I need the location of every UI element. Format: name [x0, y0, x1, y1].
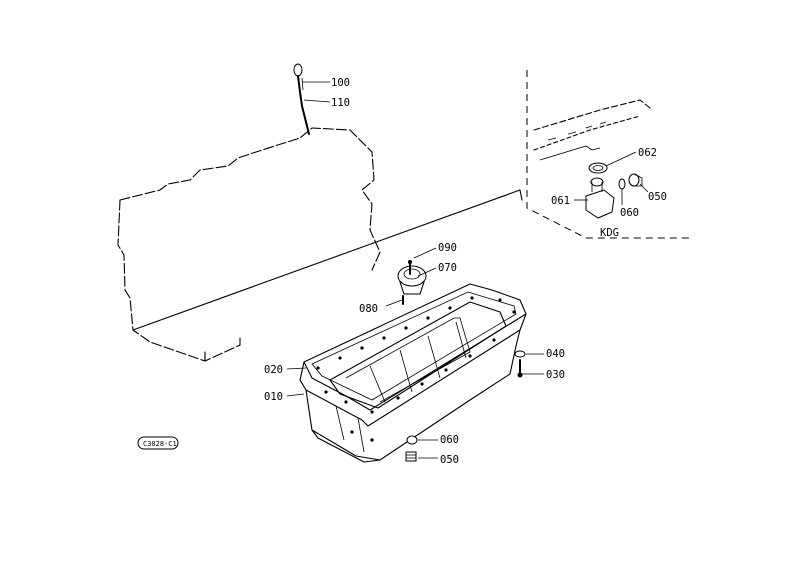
label-070: 070	[438, 262, 457, 274]
bolt-and-washer	[514, 350, 526, 378]
label-090: 090	[438, 242, 457, 254]
label-060-inset: 060	[620, 207, 639, 219]
label-050-inset: 050	[648, 191, 667, 203]
label-050-lower: 050	[440, 454, 459, 466]
reference-code: C3028-C1	[143, 440, 177, 448]
oil-strainer	[397, 260, 427, 305]
variant-label: KDG	[600, 227, 619, 239]
label-080: 080	[359, 303, 378, 315]
label-062: 062	[638, 147, 657, 159]
dipstick	[293, 63, 310, 135]
part-labels: 100 110 090 070 080 020 010 040 030 060 …	[264, 77, 667, 466]
label-020: 020	[264, 364, 283, 376]
engine-block-outline	[117, 127, 523, 362]
label-040: 040	[546, 348, 565, 360]
label-110: 110	[331, 97, 350, 109]
label-010: 010	[264, 391, 283, 403]
drain-plug	[405, 435, 418, 462]
oil-pan	[299, 283, 527, 463]
leader-lines	[286, 81, 649, 459]
kdg-detail-inset	[526, 70, 692, 239]
reference-code-badge: C3028-C1	[137, 436, 179, 450]
label-100: 100	[331, 77, 350, 89]
label-061: 061	[551, 195, 570, 207]
label-060-lower: 060	[440, 434, 459, 446]
label-030: 030	[546, 369, 565, 381]
